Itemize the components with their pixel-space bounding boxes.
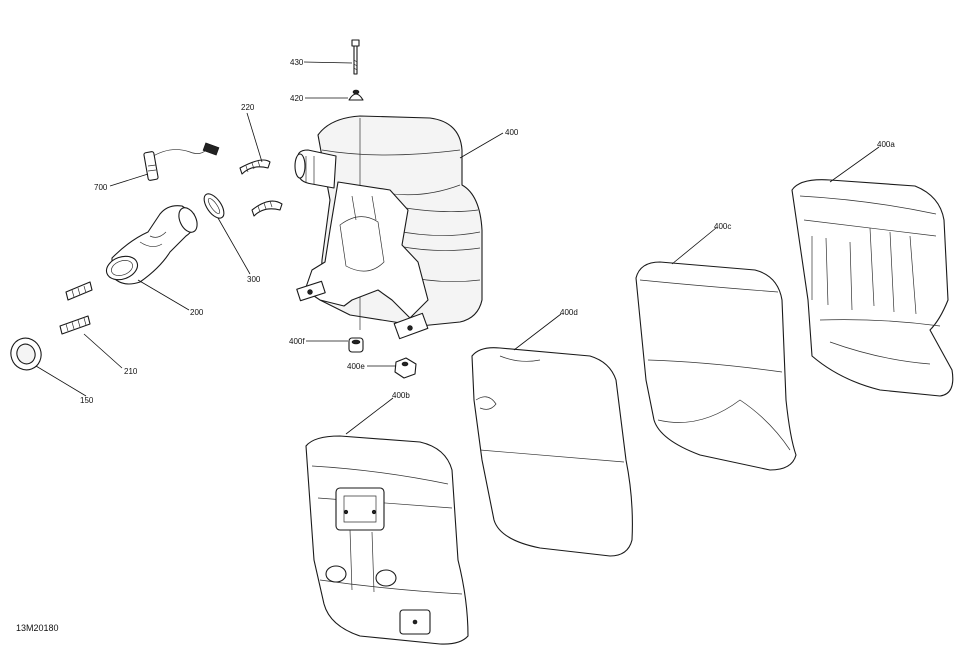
bolt-430 xyxy=(351,39,360,75)
sensor-700 xyxy=(143,142,220,181)
callout-200: 200 xyxy=(190,308,204,317)
fastener-400f xyxy=(348,337,364,353)
heat-shield-400a xyxy=(791,179,954,397)
callout-400e: 400e xyxy=(347,362,365,371)
springs-210 xyxy=(59,281,93,335)
seal-150 xyxy=(10,337,42,371)
heat-shield-400b xyxy=(305,435,469,645)
heat-shield-400d xyxy=(471,347,633,557)
callout-400f: 400f xyxy=(289,337,305,346)
callout-150: 150 xyxy=(80,396,94,405)
callout-400d: 400d xyxy=(560,308,578,317)
callout-400a: 400a xyxy=(877,140,895,149)
heat-shield-400c xyxy=(635,261,797,471)
drawing-code: 13M20180 xyxy=(16,623,59,633)
callout-400: 400 xyxy=(505,128,519,137)
fastener-400e xyxy=(394,357,417,379)
callout-700: 700 xyxy=(94,183,108,192)
callout-220: 220 xyxy=(241,103,255,112)
callout-420: 420 xyxy=(290,94,304,103)
grommet-420 xyxy=(348,89,364,101)
springs-220 xyxy=(239,159,283,217)
callout-400b: 400b xyxy=(392,391,410,400)
gasket-300 xyxy=(203,193,225,219)
callout-210: 210 xyxy=(124,367,138,376)
exhaust-pipe-200 xyxy=(105,205,198,285)
leader-lines xyxy=(35,61,880,435)
callout-400c: 400c xyxy=(714,222,732,231)
muffler-assembly xyxy=(294,115,483,340)
callout-430: 430 xyxy=(290,58,304,67)
callout-300: 300 xyxy=(247,275,261,284)
